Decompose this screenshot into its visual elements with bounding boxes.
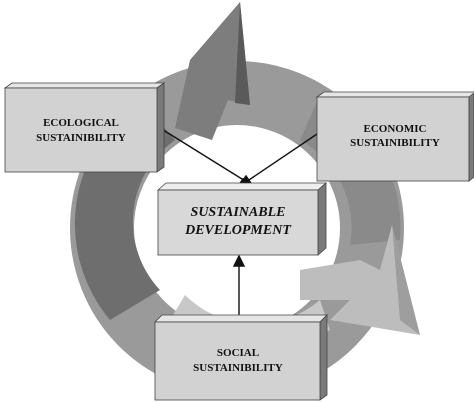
social-box-face (154, 321, 321, 401)
social-label-line2: SUSTAINIBILITY (193, 362, 283, 374)
ecological-box: ECOLOGICAL SUSTAINIBILITY (3, 82, 166, 173)
top-arrow (175, 2, 250, 140)
center-box: SUSTAINABLE DEVELOPMENT (156, 182, 328, 256)
economic-label-line2: SUSTAINIBILITY (350, 137, 440, 149)
lower-right-arrow (300, 225, 420, 335)
social-arrowhead (232, 254, 246, 267)
social-box: SOCIAL SUSTAINIBILITY (154, 314, 328, 401)
ecological-connector (159, 127, 251, 185)
ecological-label-line2: SUSTAINIBILITY (36, 132, 126, 144)
lower-right-arrow-shade (392, 225, 420, 335)
center-box-face (157, 189, 319, 256)
economic-box: ECONOMIC SUSTAINIBILITY (315, 91, 474, 182)
economic-box-face (316, 96, 470, 182)
social-label-line1: SOCIAL (217, 347, 259, 359)
ecological-label-line1: ECOLOGICAL (43, 117, 119, 129)
center-label-line2: DEVELOPMENT (184, 223, 292, 238)
economic-connector (239, 131, 321, 187)
economic-label-line1: ECONOMIC (364, 123, 427, 135)
ecological-box-face (4, 87, 158, 173)
center-label-line1: SUSTAINABLE (191, 205, 286, 220)
top-arrow-shade (235, 2, 250, 105)
